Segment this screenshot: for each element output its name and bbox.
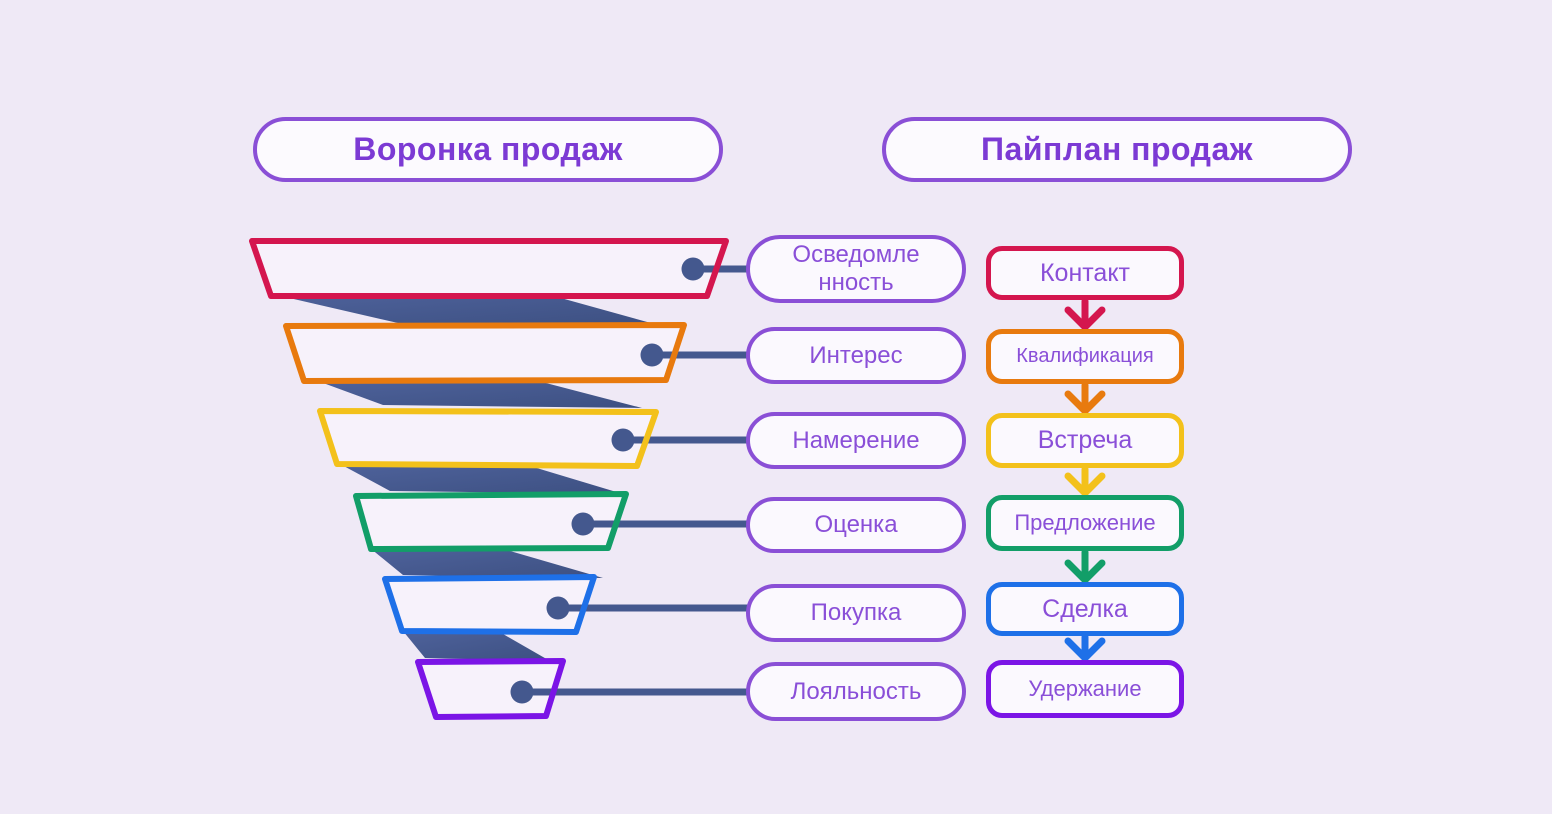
funnel-connector-dot-5	[546, 596, 570, 620]
pipeline-title-text: Пайплан продаж	[981, 131, 1253, 167]
funnel-layer-fill-3	[320, 411, 656, 466]
funnel-stage-label-interest: Интерес	[746, 327, 966, 384]
pipeline-arrow-down-4	[1064, 548, 1106, 584]
stage-label-text: Осведомле нность	[792, 241, 920, 296]
funnel-fold-shadow-1	[272, 294, 658, 325]
pipeline-step-text: Контакт	[1039, 258, 1130, 287]
funnel-fold-shadow-2	[315, 380, 642, 408]
funnel-layer-outline-3	[317, 408, 659, 469]
funnel-connector-dot-4	[571, 512, 595, 536]
pipeline-step-text: Сделка	[1042, 594, 1128, 623]
funnel-fold-shadow-4	[370, 548, 603, 578]
funnel-layer-outline-5	[382, 574, 597, 635]
pipeline-step-text: Удержание	[1028, 676, 1142, 701]
pipeline-step-deal: Сделка	[986, 582, 1184, 636]
funnel-connector-dot-3	[611, 428, 635, 452]
funnel-connector-dot-1	[681, 257, 705, 281]
pipeline-step-text: Встреча	[1037, 426, 1133, 454]
stage-label-text: Оценка	[814, 511, 898, 539]
funnel-fold-shadow-3	[340, 464, 623, 494]
pipeline-arrow-down-3	[1064, 465, 1106, 497]
funnel-layer-outline-6	[415, 658, 566, 720]
pipeline-step-text: Предложение	[1014, 510, 1156, 535]
pipeline-step-text: Квалификация	[1016, 345, 1154, 367]
stage-label-text: Интерес	[809, 341, 903, 369]
pipeline-step-proposal: Предложение	[986, 495, 1184, 551]
funnel-connector-dot-2	[640, 343, 664, 367]
funnel-layer-fill-1	[252, 241, 726, 296]
stage-label-text: Намерение	[792, 426, 920, 454]
funnel-layer-fill-4	[356, 494, 626, 549]
funnel-layer-fill-2	[286, 325, 684, 381]
pipeline-step-qualification: Квалификация	[986, 329, 1184, 384]
funnel-connector-dot-6	[510, 680, 534, 704]
funnel-stage-label-purchase: Покупка	[746, 584, 966, 642]
funnel-stage-label-loyalty: Лояльность	[746, 662, 966, 721]
pipeline-title-pill: Пайплан продаж	[882, 117, 1352, 182]
pipeline-arrow-down-2	[1064, 381, 1106, 415]
pipeline-step-contact: Контакт	[986, 246, 1184, 300]
funnel-layer-fill-6	[418, 661, 563, 717]
pipeline-step-meeting: Встреча	[986, 413, 1184, 468]
funnel-title-text: Воронка продаж	[353, 131, 623, 167]
funnel-layer-fill-5	[385, 577, 594, 632]
funnel-stage-label-evaluation: Оценка	[746, 497, 966, 553]
pipeline-arrow-down-1	[1064, 297, 1106, 331]
pipeline-step-retention: Удержание	[986, 660, 1184, 718]
funnel-layer-outline-4	[353, 491, 629, 552]
funnel-title-pill: Воронка продаж	[253, 117, 723, 182]
stage-label-text: Покупка	[810, 599, 902, 627]
funnel-layer-outline-2	[283, 322, 687, 384]
pipeline-arrow-down-5	[1064, 633, 1106, 662]
stage-label-text: Лояльность	[790, 677, 922, 705]
funnel-fold-shadow-5	[403, 631, 550, 661]
funnel-stage-label-awareness: Осведомле нность	[746, 235, 966, 303]
funnel-stage-label-intent: Намерение	[746, 412, 966, 469]
funnel-layer-outline-1	[249, 238, 729, 299]
